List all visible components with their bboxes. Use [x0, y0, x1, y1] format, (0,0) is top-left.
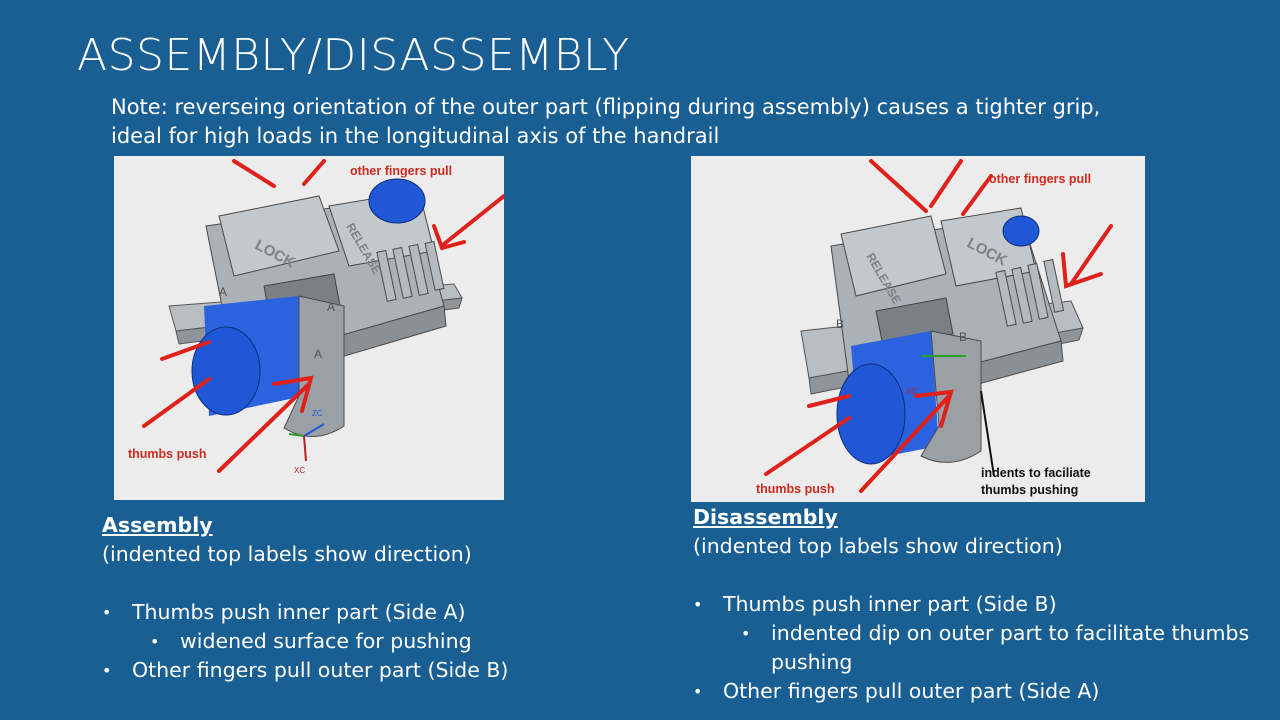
disassembly-heading: Disassembly [693, 505, 838, 529]
side-letter: B [959, 330, 967, 344]
other-fingers-label: other fingers pull [350, 164, 453, 178]
slide-title: ASSEMBLY/DISASSEMBLY [77, 30, 630, 81]
disassembly-figure: RELEASE LOCK B B XC other fingers pull t… [691, 156, 1145, 502]
assembly-subheading: (indented top labels show direction) [102, 542, 472, 566]
side-letter: A [327, 300, 335, 314]
disassembly-subheading: (indented top labels show direction) [693, 534, 1063, 558]
indents-label: indents to faciliate thumbs pushing [981, 466, 1091, 497]
axis-xc-label: XC [294, 466, 305, 475]
axis-zc-label: ZC [312, 409, 323, 418]
list-item: Other fingers pull outer part (Side B) [102, 656, 622, 685]
list-item: Thumbs push inner part (Side A) [102, 598, 622, 627]
axis-xc-label: XC [906, 387, 917, 396]
disassembly-bullets: Thumbs push inner part (Side B) indented… [693, 590, 1253, 706]
slide-note: Note: reverseing orientation of the oute… [111, 95, 1101, 148]
list-item: widened surface for pushing [102, 627, 622, 656]
list-item: Thumbs push inner part (Side B) [693, 590, 1253, 619]
thumbs-push-label: thumbs push [756, 482, 835, 496]
assembly-heading: Assembly [102, 513, 213, 537]
side-letter: B [836, 317, 844, 331]
assembly-caption: Assembly (indented top labels show direc… [102, 511, 622, 685]
assembly-bullets: Thumbs push inner part (Side A) widened … [102, 598, 622, 685]
list-item: Other fingers pull outer part (Side A) [693, 677, 1253, 706]
side-letter: A [219, 285, 227, 299]
other-fingers-label: other fingers pull [989, 172, 1092, 186]
assembly-figure: LOCK RELEASE A A A ZC XC other fingers p… [114, 156, 504, 500]
thumbs-push-label: thumbs push [128, 447, 207, 461]
list-item: indented dip on outer part to facilitate… [693, 619, 1253, 677]
side-letter: A [314, 347, 322, 361]
assembly-illustration: LOCK RELEASE A A A ZC XC [142, 159, 504, 475]
disassembly-caption: Disassembly (indented top labels show di… [693, 503, 1253, 706]
disassembly-illustration: RELEASE LOCK B B XC [764, 159, 1113, 493]
